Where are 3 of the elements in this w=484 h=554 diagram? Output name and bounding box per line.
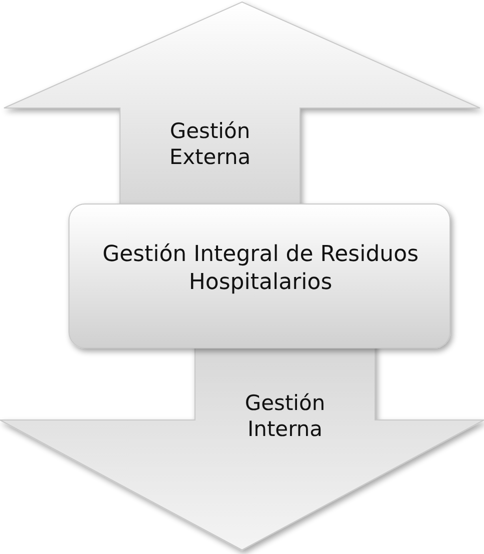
label-text: Gestión Interna	[244, 390, 326, 442]
title-text: Gestión Integral de Residuos Hospitalarios	[101, 241, 420, 296]
label-text: Gestión Externa	[168, 118, 252, 170]
